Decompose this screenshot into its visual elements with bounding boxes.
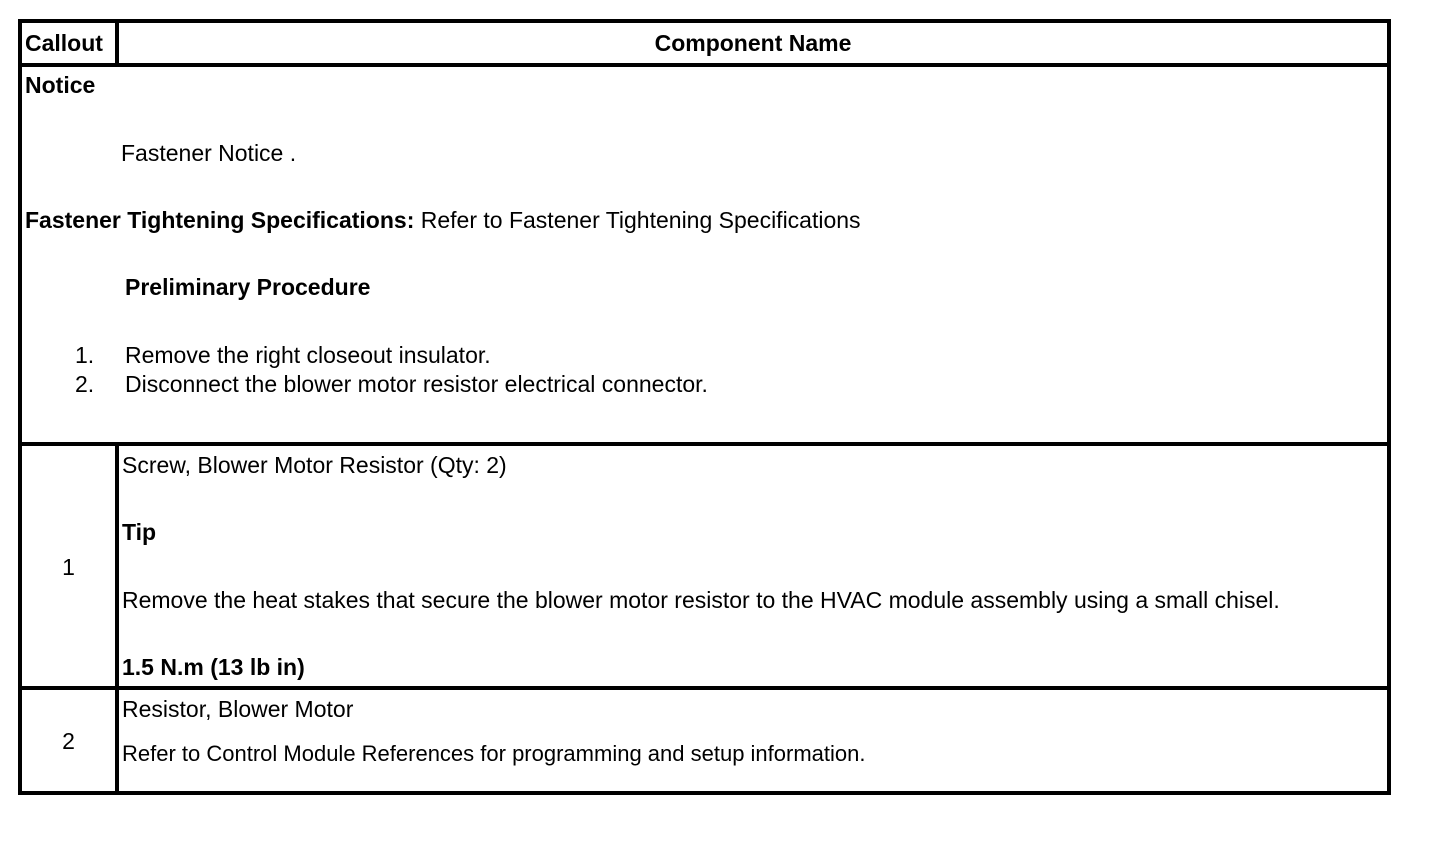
notice-text: Fastener Notice . <box>121 140 297 166</box>
notice-divider <box>22 442 1387 446</box>
reference-note: Refer to Control Module References for p… <box>122 741 866 766</box>
row-divider <box>22 686 1387 690</box>
component-name-header: Component Name <box>654 30 852 56</box>
notice-title: Notice <box>25 72 96 98</box>
step-number: 2. <box>75 371 95 397</box>
callout-number: 1 <box>62 554 75 580</box>
column-divider <box>115 23 119 67</box>
callout-header: Callout <box>25 30 103 56</box>
column-divider <box>115 442 119 791</box>
tip-title: Tip <box>122 519 157 545</box>
components-table: Callout Component Name Notice Fastener N… <box>18 19 1391 795</box>
procedure-title: Preliminary Procedure <box>125 274 371 300</box>
tip-text: Remove the heat stakes that secure the b… <box>122 587 1280 613</box>
tightening-spec: Fastener Tightening Specifications: Refe… <box>25 206 861 234</box>
component-name: Resistor, Blower Motor <box>122 696 354 722</box>
callout-number: 2 <box>62 728 75 754</box>
torque-spec: 1.5 N.m (13 lb in) <box>122 654 305 680</box>
spec-text: Refer to Fastener Tightening Specificati… <box>414 207 861 233</box>
spec-label: Fastener Tightening Specifications: <box>25 207 415 233</box>
step-text: Remove the right closeout insulator. <box>125 342 491 368</box>
component-name: Screw, Blower Motor Resistor (Qty: 2) <box>122 452 507 478</box>
step-text: Disconnect the blower motor resistor ele… <box>125 371 708 397</box>
header-divider <box>22 63 1387 67</box>
step-number: 1. <box>75 342 95 368</box>
